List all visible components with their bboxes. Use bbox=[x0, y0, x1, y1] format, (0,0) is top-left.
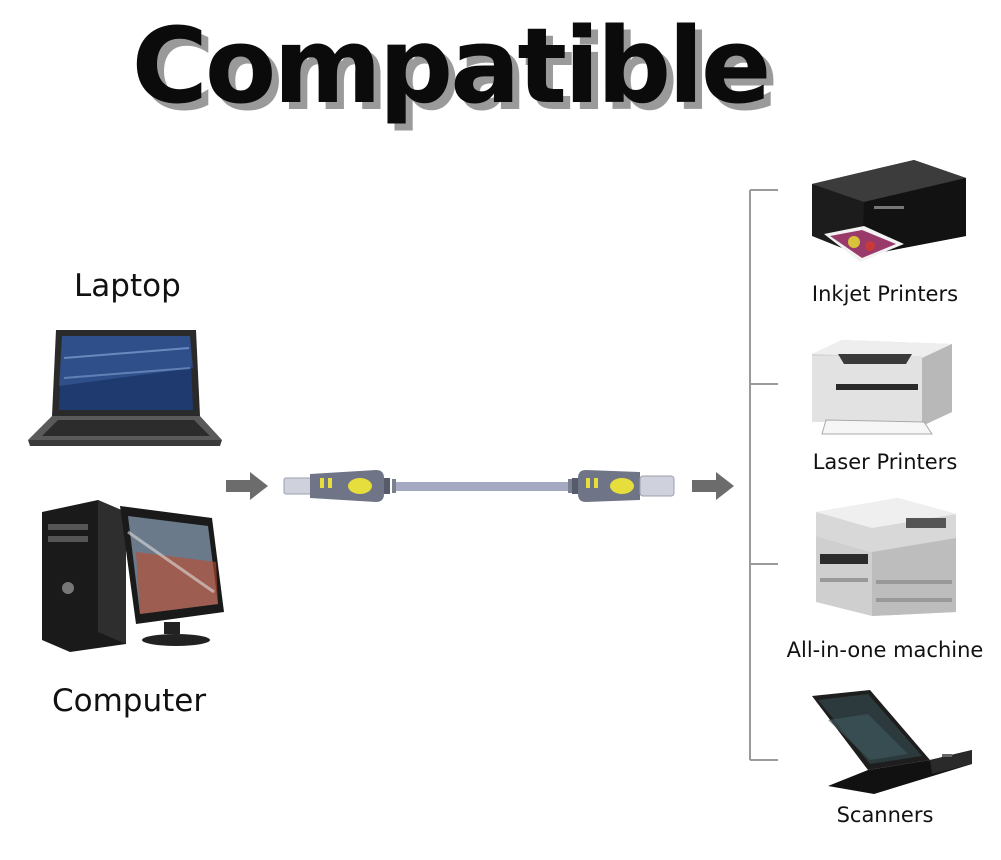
laptop-label: Laptop bbox=[74, 268, 181, 304]
device-label-scanner: Scanners bbox=[836, 803, 934, 827]
computer-label: Computer bbox=[52, 683, 207, 719]
usb-cable-icon bbox=[283, 470, 675, 502]
inkjet-printer-icon bbox=[812, 160, 966, 262]
laptop-icon bbox=[28, 330, 222, 446]
page-title: Compatible bbox=[131, 5, 772, 127]
arrow-right-icon bbox=[226, 472, 268, 500]
computer-icon bbox=[42, 500, 224, 652]
device-bracket bbox=[749, 189, 778, 761]
device-label-all-in-one: All-in-one machine bbox=[786, 638, 984, 662]
all-in-one-machine-icon bbox=[816, 498, 956, 616]
scanner-icon bbox=[812, 690, 972, 794]
device-label-inkjet: Inkjet Printers bbox=[811, 282, 959, 306]
device-label-laser: Laser Printers bbox=[812, 450, 958, 474]
arrow-right-icon bbox=[692, 472, 734, 500]
laser-printer-icon bbox=[812, 340, 952, 435]
